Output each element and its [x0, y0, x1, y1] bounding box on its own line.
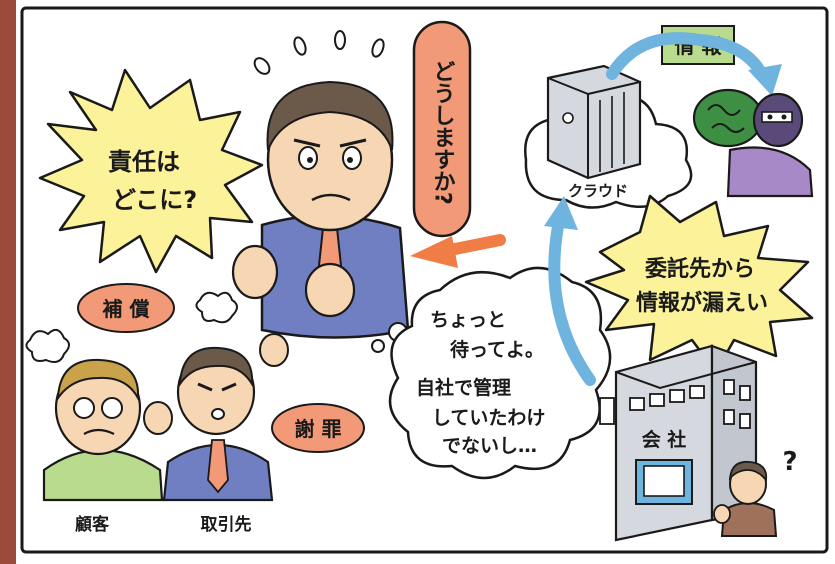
anger-puffs [25, 291, 238, 363]
upload-arrow-blue [544, 196, 596, 386]
thought-line4: していたわけ [432, 407, 545, 429]
sweat-drops [253, 30, 385, 75]
business-partner-label: 取引先 [201, 514, 252, 535]
panel-border [20, 6, 829, 554]
customer-label: 顧客 [75, 514, 110, 535]
responsibility-text-line2: どこに? [112, 186, 197, 214]
thief-figure [692, 88, 814, 198]
apology-text: 謝 罪 [295, 417, 342, 441]
leak-arrow-blue [606, 32, 782, 96]
business-partner-figure [162, 333, 289, 502]
left-frame-bar [0, 0, 16, 564]
leak-burst [584, 194, 814, 374]
responsibility-burst [38, 68, 264, 274]
thought-line1: ちょっと [430, 309, 506, 331]
thought-line2: 待ってよ。 [450, 338, 544, 361]
server-icon [546, 64, 642, 180]
leak-text-line2: 情報が漏えい [636, 290, 768, 316]
thought-line3: 自社で管理 [416, 376, 511, 399]
company-label: 会 社 [642, 428, 687, 451]
responsibility-text-line1: 責任は [108, 148, 180, 176]
question-vertical-text: どうしますか? [430, 60, 455, 205]
apology-oval [271, 403, 365, 453]
question-balloon [412, 20, 472, 238]
company-employee-figure [713, 460, 778, 537]
thought-line5: でないし… [442, 435, 537, 457]
worried-man [231, 80, 410, 339]
question-mark: ? [782, 447, 797, 477]
leak-text-line1: 委託先から [645, 256, 755, 282]
company-building [599, 344, 758, 542]
incoming-arrow-orange [410, 234, 506, 268]
cloud-label: クラウド [568, 182, 628, 200]
compensation-oval [77, 283, 175, 333]
compensation-text: 補 償 [102, 297, 151, 321]
customer-figure [42, 358, 173, 502]
